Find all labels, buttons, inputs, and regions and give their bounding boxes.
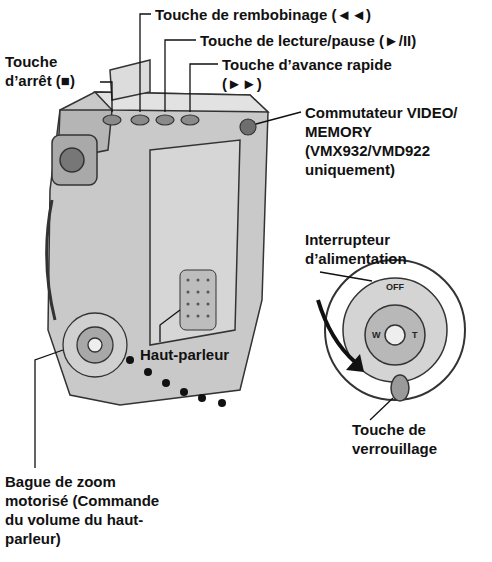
rotation-arrow xyxy=(318,300,364,372)
magnified-dial xyxy=(325,260,465,401)
part-label: Touche de rembobinage (◄◄) xyxy=(155,5,371,24)
body-dial xyxy=(63,313,127,377)
camcorder-body xyxy=(47,60,268,405)
dial-mark: OFF xyxy=(386,282,404,292)
speaker-grille xyxy=(180,270,216,330)
dotted-path xyxy=(126,356,226,407)
part-label: Commutateur VIDEO/ MEMORY (VMX932/VMD922… xyxy=(305,103,473,179)
part-label: Touche de lecture/pause (►/II) xyxy=(200,31,416,50)
part-label: Interrupteur d’alimentation xyxy=(305,230,435,268)
part-label: Touche de verrouillage xyxy=(352,420,467,458)
part-label: Bague de zoom motorisé (Commande du volu… xyxy=(5,472,180,548)
part-label: Touche d’avance rapide (►►) xyxy=(222,55,407,93)
dial-mark: W xyxy=(372,330,381,340)
part-label: Touche d’arrêt (■) xyxy=(5,52,100,90)
dial-mark: T xyxy=(412,330,418,340)
control-buttons xyxy=(103,115,256,135)
part-label: Haut-parleur xyxy=(140,345,229,364)
